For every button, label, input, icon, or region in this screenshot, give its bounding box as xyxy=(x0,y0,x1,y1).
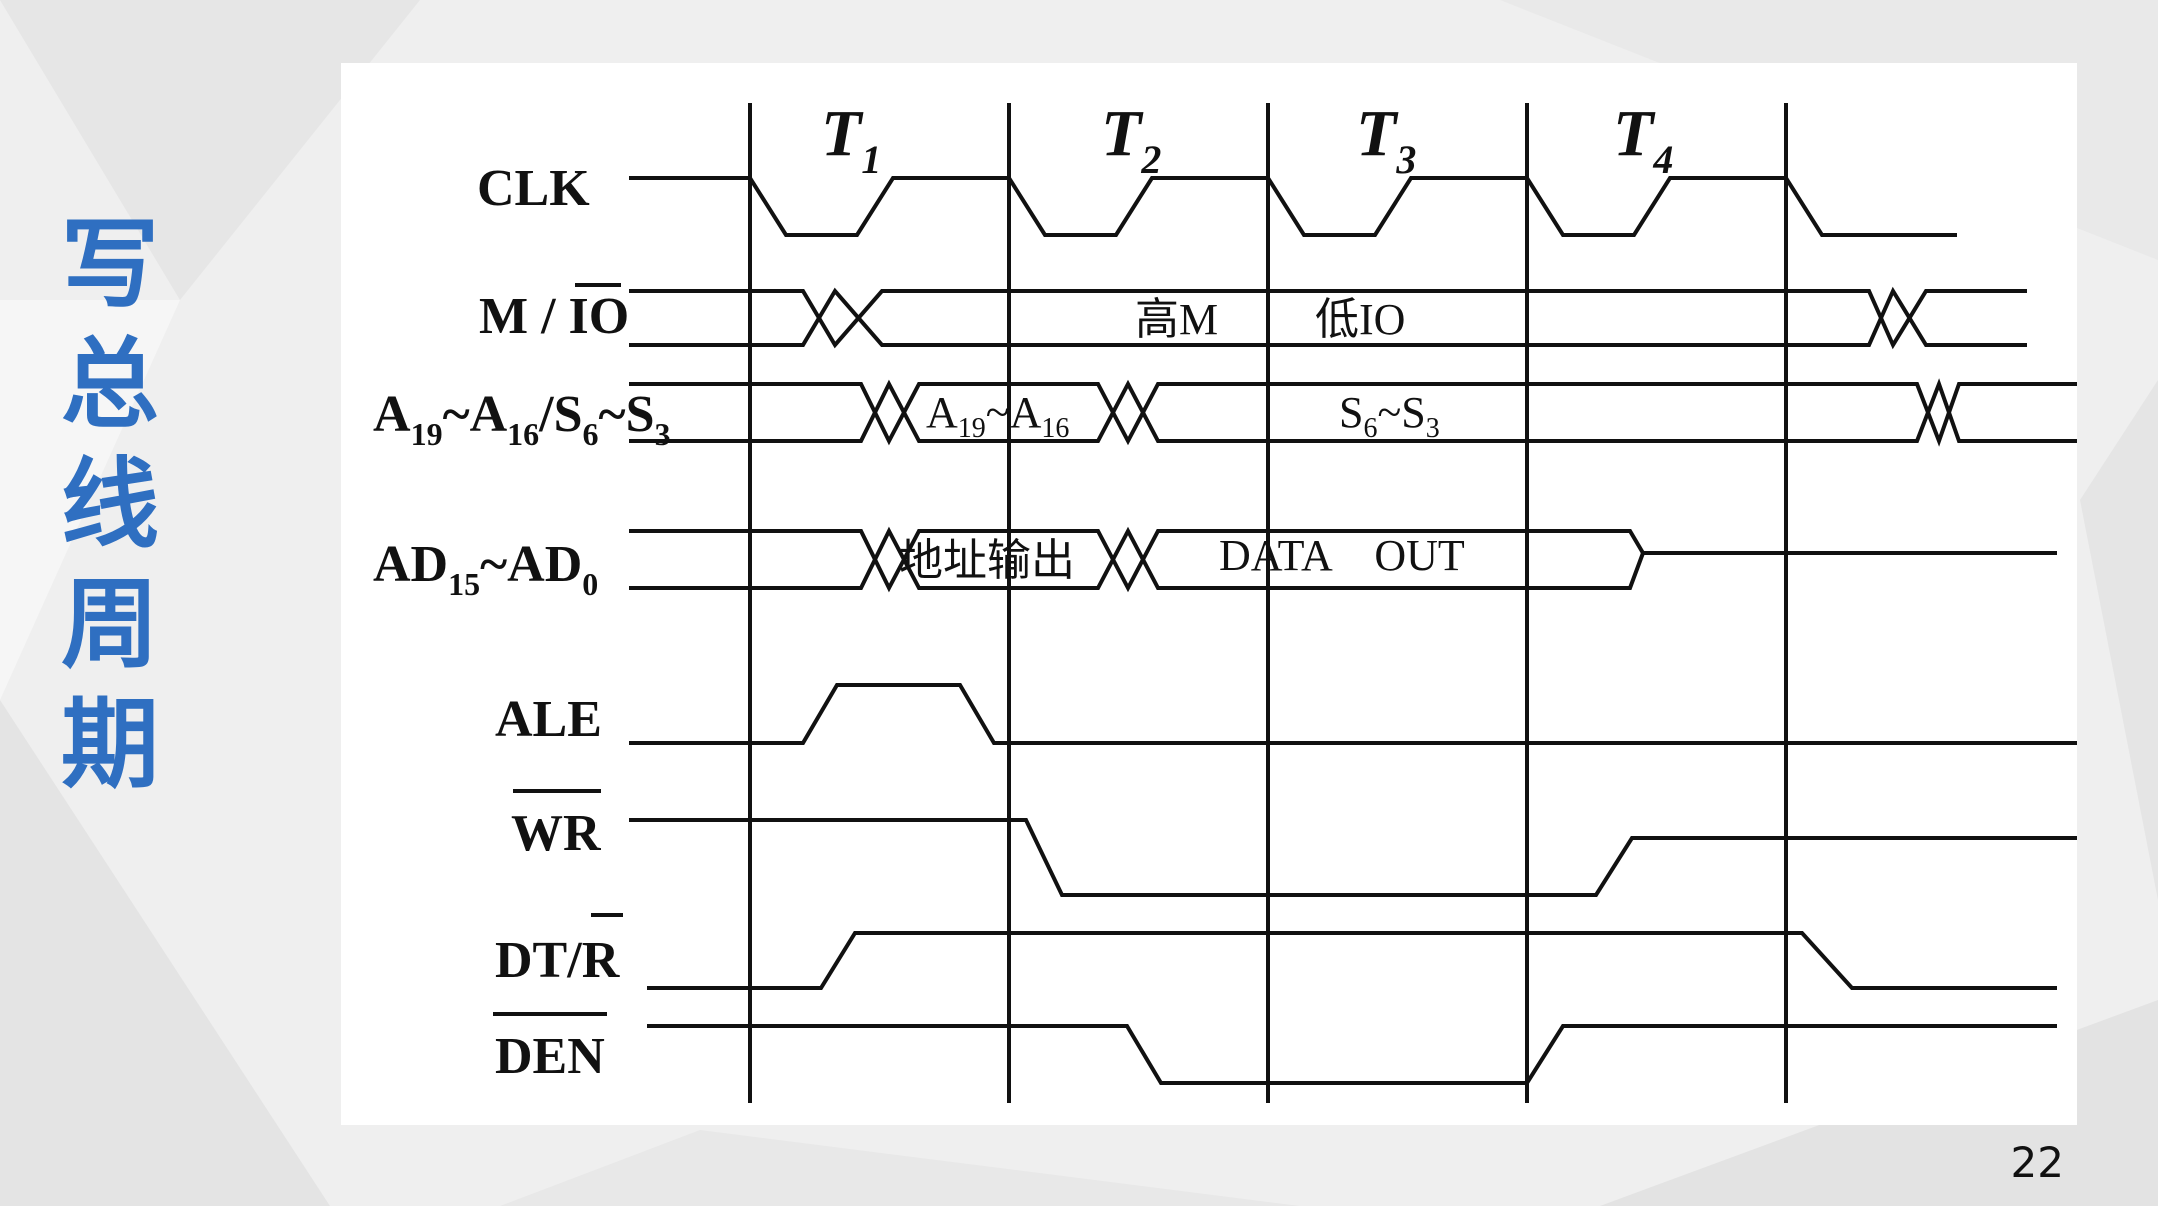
title-char: 写 xyxy=(60,208,159,322)
wave-den xyxy=(647,1024,2057,1085)
state-label-t3: T3 xyxy=(1356,97,1416,182)
timing-diagram: T1 T2 T3 T4 CLK M / IO A19~A16/S6~S3 AD1… xyxy=(373,97,2077,1103)
annotation-mio-low: 低IO xyxy=(1315,295,1405,344)
period-dividers xyxy=(748,103,1788,1103)
signal-label-clk: CLK xyxy=(477,160,590,217)
title-char: 期 xyxy=(60,688,159,802)
signal-label-dt-r: DT/R xyxy=(495,932,621,989)
signal-label-ale: ALE xyxy=(495,691,602,748)
state-label-t2: T2 xyxy=(1101,97,1161,182)
wave-ad-bus xyxy=(629,526,2057,593)
signal-label-addr-status: A19~A16/S6~S3 xyxy=(373,386,671,452)
title-char: 周 xyxy=(60,568,159,682)
annotation-status-phase: S6~S3 xyxy=(1339,388,1440,444)
timing-diagram-panel: T1 T2 T3 T4 CLK M / IO A19~A16/S6~S3 AD1… xyxy=(341,63,2077,1125)
wave-wr xyxy=(629,818,2077,897)
signal-label-ad-bus: AD15~AD0 xyxy=(373,536,598,602)
page-number: 22 xyxy=(2010,1138,2064,1187)
state-label-t4: T4 xyxy=(1613,97,1673,182)
wave-m-io xyxy=(629,286,2027,350)
annotation-address-out: 地址输出 xyxy=(899,536,1075,585)
annotation-addr-phase: A19~A16 xyxy=(926,388,1069,444)
wave-dt-r xyxy=(647,931,2057,990)
annotation-data-out: DATA OUT xyxy=(1219,531,1465,580)
wave-ale xyxy=(629,683,2077,745)
signal-label-wr: WR xyxy=(511,805,602,862)
signal-label-den: DEN xyxy=(495,1028,605,1085)
annotation-mio-high: 高M xyxy=(1135,295,1218,344)
wave-addr-status xyxy=(629,378,2077,447)
side-title: 写 总 线 周 期 xyxy=(50,205,170,805)
title-char: 总 xyxy=(60,328,159,442)
wave-clk xyxy=(629,176,1957,237)
state-label-t1: T1 xyxy=(821,97,881,182)
title-char: 线 xyxy=(60,448,159,562)
signal-label-m-io: M / IO xyxy=(479,288,629,345)
